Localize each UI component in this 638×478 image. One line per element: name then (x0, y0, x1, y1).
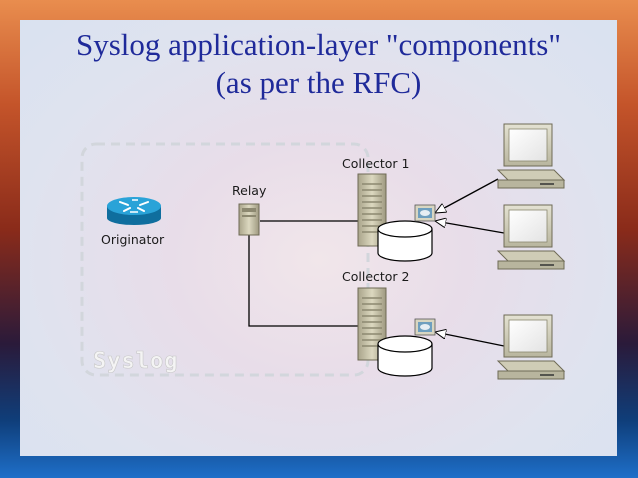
relay-server-icon (238, 203, 260, 236)
computer-icon (496, 314, 566, 380)
collector1-monitor-icon (414, 204, 436, 222)
pc1-arrow (435, 178, 499, 213)
relay-collector2-link (248, 233, 360, 327)
collector2-monitor-icon (414, 318, 436, 336)
slide: Syslog application-layer "components" (a… (20, 20, 617, 456)
router-icon (107, 197, 161, 225)
collector1-disk-icon (377, 220, 433, 262)
network-diagram: Syslog Originator Relay Collector 1 (80, 123, 566, 380)
collector2-label: Collector 2 (342, 269, 410, 284)
syslog-watermark: Syslog (93, 349, 178, 374)
collector2-disk-icon (377, 335, 433, 377)
title-line-2: (as per the RFC) (215, 65, 422, 100)
relay-label: Relay (232, 183, 267, 198)
slide-title: Syslog application-layer "components" (a… (20, 26, 617, 102)
originator-label: Originator (101, 232, 165, 247)
pc3-arrow (435, 332, 505, 347)
computer-icon (496, 123, 566, 189)
syslog-boundary (80, 142, 370, 377)
collector1-label: Collector 1 (342, 156, 410, 171)
computer-icon (496, 204, 566, 270)
pc2-arrow (435, 221, 505, 234)
title-line-1: Syslog application-layer "components" (75, 27, 562, 62)
